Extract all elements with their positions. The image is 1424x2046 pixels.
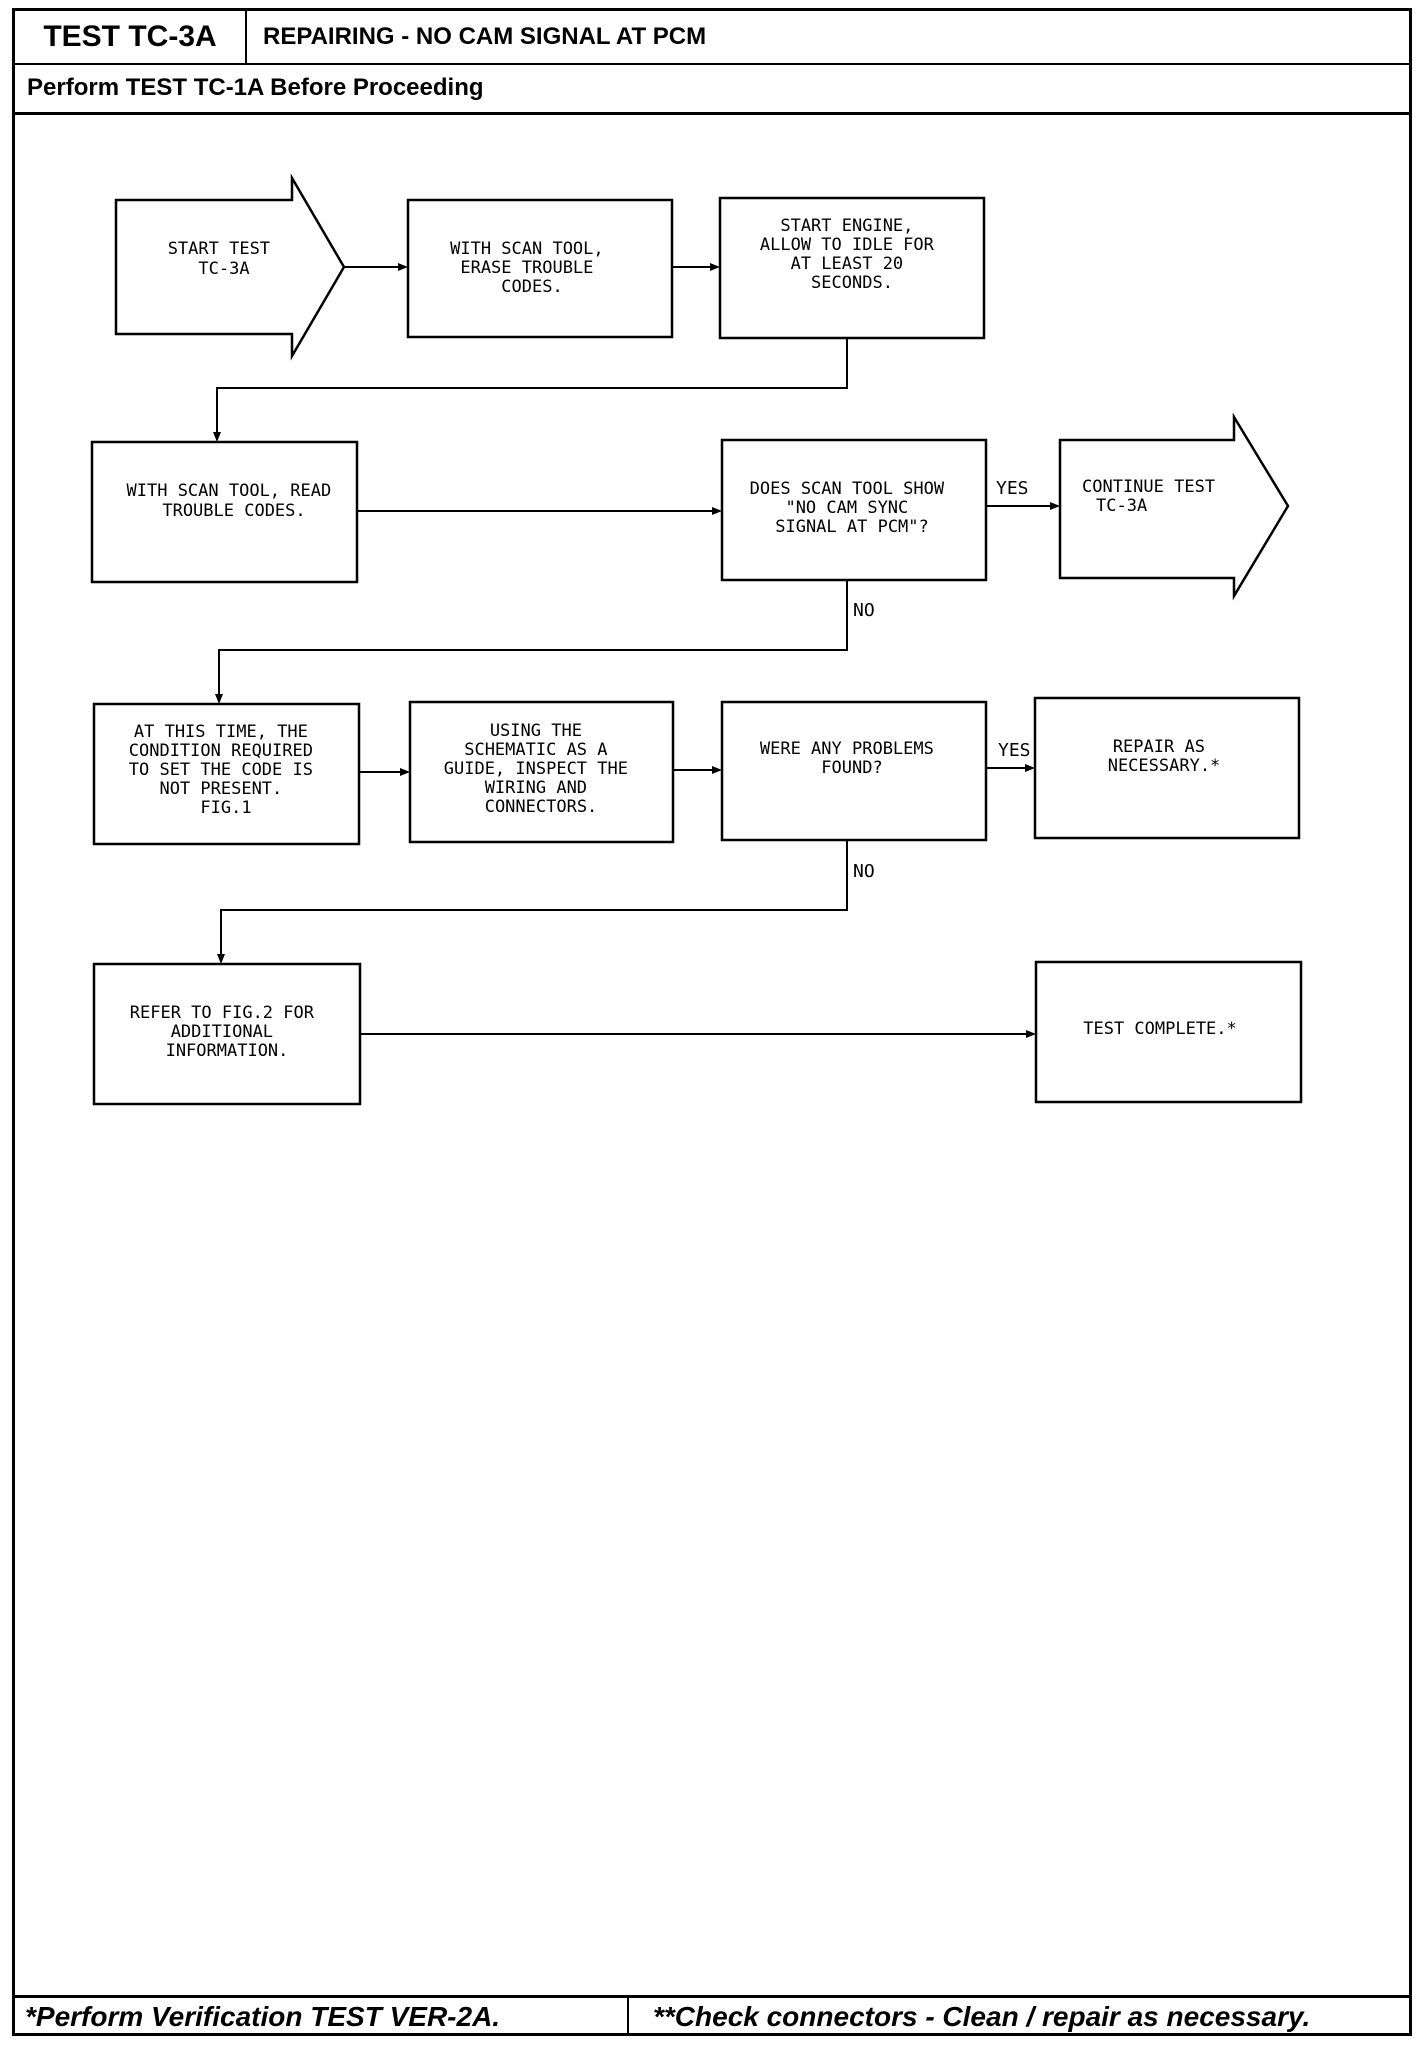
footer: *Perform Verification TEST VER-2A. **Che…	[15, 1995, 1409, 2036]
question2-box	[720, 700, 988, 842]
no-label: NO	[853, 861, 875, 882]
arrowhead	[1050, 502, 1060, 510]
read-codes-text: WITH SCAN TOOL, READ TROUBLE CODES.	[127, 481, 342, 521]
page-title: REPAIRING - NO CAM SIGNAL AT PCM	[263, 23, 707, 50]
start-engine-box	[718, 196, 986, 340]
refer-box	[92, 962, 362, 1106]
start-text: START TEST TC-3A	[168, 239, 281, 279]
flow-connectors	[213, 263, 1060, 1038]
test-id: TEST TC-3A	[15, 11, 247, 63]
continue-text: CONTINUE TEST TC-3A	[1082, 477, 1225, 516]
arrowhead	[1025, 764, 1035, 772]
test-complete-text: TEST COMPLETE.*	[1083, 1019, 1237, 1039]
arrowhead	[213, 432, 221, 442]
arrowhead	[712, 766, 722, 774]
question1-box	[720, 438, 988, 582]
arrow-engine-to-read	[216, 338, 848, 434]
condition-box	[92, 702, 361, 846]
erase-codes-text: WITH SCAN TOOL, ERASE TROUBLE CODES.	[450, 239, 614, 297]
inspect-box	[408, 700, 675, 844]
test-complete-box	[1034, 960, 1303, 1104]
arrowhead	[1026, 1030, 1036, 1038]
header-row: TEST TC-3A REPAIRING - NO CAM SIGNAL AT …	[15, 11, 1409, 65]
arrowhead	[400, 768, 410, 776]
continue-arrow-shape	[1058, 412, 1290, 601]
arrowhead	[215, 694, 223, 704]
repair-box	[1033, 696, 1301, 840]
footer-connector-note: **Check connectors - Clean / repair as n…	[653, 2001, 1311, 2032]
arrowhead	[217, 954, 225, 964]
erase-codes-box	[406, 198, 674, 339]
question1-text: DOES SCAN TOOL SHOW "NO CAM SYNC SIGNAL …	[750, 479, 955, 537]
arrowhead	[710, 263, 720, 271]
no-label: NO	[853, 600, 875, 621]
repair-text: REPAIR AS NECESSARY.*	[1108, 737, 1221, 776]
arrow-question1-no	[218, 580, 848, 696]
arrowhead	[398, 263, 408, 271]
arrow-question2-no	[220, 840, 848, 956]
refer-text: REFER TO FIG.2 FOR ADDITIONAL INFORMATIO…	[130, 1003, 324, 1061]
question2-text: WERE ANY PROBLEMS FOUND?	[760, 739, 944, 778]
start-engine-text: START ENGINE, ALLOW TO IDLE FOR AT LEAST…	[760, 216, 944, 293]
yes-label: YES	[996, 478, 1029, 499]
start-arrow-shape	[114, 173, 346, 361]
footer-verification-note: *Perform Verification TEST VER-2A.	[15, 1998, 629, 2036]
read-codes-box	[90, 440, 359, 584]
prerequisite-note: Perform TEST TC-1A Before Proceeding	[15, 65, 1409, 115]
diagnostic-page: TEST TC-3A REPAIRING - NO CAM SIGNAL AT …	[12, 8, 1412, 2036]
arrowhead	[712, 507, 722, 515]
yes-label: YES	[998, 740, 1031, 761]
condition-text: AT THIS TIME, THE CONDITION REQUIRED TO …	[129, 722, 323, 818]
inspect-text: USING THE SCHEMATIC AS A GUIDE, INSPECT …	[444, 721, 638, 817]
